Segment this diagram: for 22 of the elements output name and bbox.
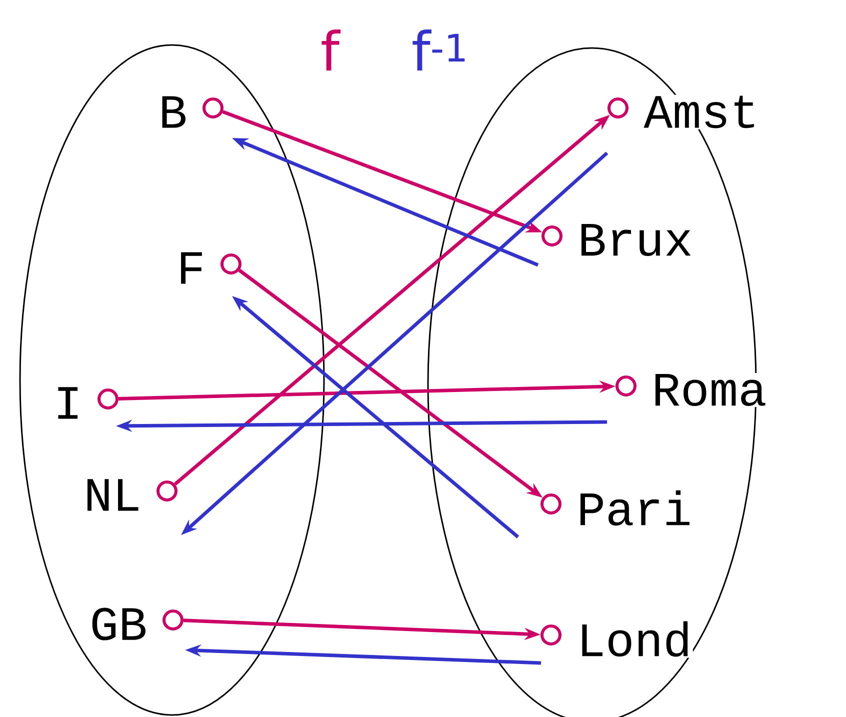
labeled-point: Roma bbox=[616, 372, 768, 408]
title-symbol: f bbox=[322, 29, 341, 70]
node-label: Roma bbox=[656, 374, 766, 406]
node-label: Brux bbox=[582, 224, 691, 256]
node-label: I bbox=[58, 387, 78, 419]
node-label: NL bbox=[87, 479, 138, 511]
labeled-point: Brux bbox=[542, 222, 694, 258]
node-label: Lond bbox=[582, 621, 688, 657]
labeled-point: Amst bbox=[608, 94, 760, 130]
labeled-point: GB bbox=[88, 606, 184, 642]
node-label: F bbox=[181, 252, 202, 284]
node-label: Amst bbox=[644, 96, 754, 128]
labeled-point: Lond bbox=[540, 620, 693, 658]
node-label: B bbox=[162, 96, 186, 128]
labeled-point: NL bbox=[82, 478, 178, 512]
labeled-point: I bbox=[52, 386, 118, 420]
title-symbol: f$^{-1}$ bbox=[412, 29, 465, 70]
node-label: GB bbox=[92, 608, 146, 640]
node-label: Pari bbox=[580, 490, 690, 526]
labeled-point: Pari bbox=[540, 489, 693, 527]
labeled-point: F bbox=[176, 251, 242, 285]
labeled-point: B bbox=[158, 95, 224, 129]
